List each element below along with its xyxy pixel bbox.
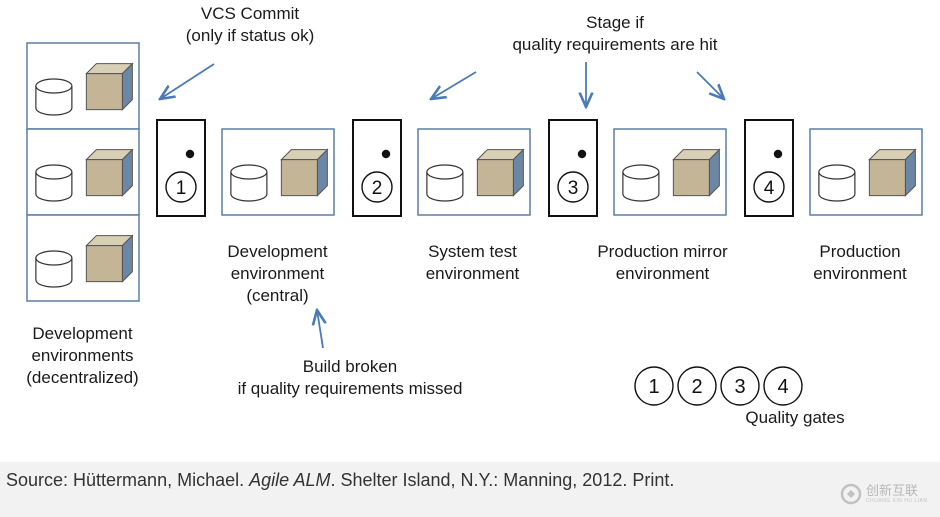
legend-gate-3: 3	[720, 366, 760, 406]
production-env	[809, 128, 923, 216]
stage-arrow-system-test	[431, 71, 477, 99]
prod-mirror-label: Production mirror environment	[575, 241, 750, 285]
system-test-line-1: System test	[428, 242, 517, 261]
database-icon	[818, 164, 856, 202]
server-cube-icon	[85, 234, 134, 283]
legend-gate-number: 4	[777, 376, 788, 398]
server-cube-icon	[85, 148, 134, 197]
gate-knob-icon	[773, 149, 783, 159]
legend-gate-4: 4	[763, 366, 803, 406]
system-test-line-2: environment	[425, 264, 520, 283]
source-title: Agile ALM	[249, 470, 331, 490]
legend-gate-circle	[634, 366, 674, 406]
database-icon	[35, 250, 73, 288]
server-cube-icon	[672, 148, 721, 197]
gate-number-circle	[557, 171, 589, 203]
stage-if-line-2: quality requirements are hit	[512, 35, 718, 54]
diagram-canvas: 1 2 3 4 1 2 3 4	[26, 42, 923, 406]
dev-env-decentralized-1	[26, 42, 140, 130]
quality-gate-2: 2	[352, 119, 402, 217]
production-label: Production environment	[790, 241, 930, 285]
legend-gate-number: 3	[734, 376, 745, 398]
build-broken-line-1: Build broken	[302, 357, 398, 376]
dev-decentralized-line-1: Development	[32, 324, 133, 343]
production-line-2: environment	[813, 264, 907, 283]
build-broken-label: Build broken if quality requirements mis…	[210, 356, 490, 400]
dev-central-line-2: environment	[230, 264, 325, 283]
prod-mirror-line-2: environment	[615, 264, 710, 283]
vcs-commit-line-1: VCS Commit	[200, 4, 300, 23]
production-line-1: Production	[819, 242, 901, 261]
gate-number: 4	[764, 178, 775, 199]
legend-gate-number: 1	[648, 376, 659, 398]
server-cube-icon	[868, 148, 917, 197]
gate-knob-icon	[577, 149, 587, 159]
database-icon	[35, 78, 73, 116]
database-icon	[426, 164, 464, 202]
diagram: 1 2 3 4 1 2 3 4 VCS Commit (only if status ok)…	[0, 3, 930, 427]
dev-decentralized-line-3: (decentralized)	[26, 368, 139, 387]
gate-number-circle	[165, 171, 197, 203]
gate-number: 1	[176, 178, 187, 199]
system-test-env	[417, 128, 531, 216]
dev-central-line-1: Development	[227, 242, 328, 261]
legend-gate-1: 1	[634, 366, 674, 406]
gate-number: 3	[568, 178, 579, 199]
footer	[0, 462, 940, 517]
dev-env-decentralized-2	[26, 128, 140, 216]
gate-number-circle	[753, 171, 785, 203]
gate-number-circle	[361, 171, 393, 203]
watermark-subtext: CHUANG XIN HU LIAN	[866, 498, 928, 504]
watermark-text: 创新互联	[866, 483, 919, 498]
quality-gates-label: Quality gates	[745, 408, 845, 427]
database-icon	[622, 164, 660, 202]
gate-number: 2	[372, 178, 383, 199]
server-cube-icon	[280, 148, 329, 197]
server-cube-icon	[85, 62, 134, 111]
gate-knob-icon	[185, 149, 195, 159]
source-suffix: . Shelter Island, N.Y.: Manning, 2012. P…	[330, 470, 675, 490]
watermark: 创新互联 CHUANG XIN HU LIAN	[840, 474, 936, 514]
vcs-commit-line-2: (only if status ok)	[185, 26, 315, 45]
server-cube-icon	[476, 148, 525, 197]
dev-central-line-3: (central)	[246, 286, 309, 305]
dev-env-central	[221, 128, 335, 216]
quality-gate-1: 1	[156, 119, 206, 217]
watermark-logo-icon	[840, 483, 862, 505]
quality-gate-3: 3	[548, 119, 598, 217]
vcs-commit-label: VCS Commit (only if status ok)	[150, 3, 350, 47]
build-broken-arrow	[317, 310, 323, 349]
legend-gate-2: 2	[677, 366, 717, 406]
build-broken-line-2: if quality requirements missed	[237, 379, 463, 398]
vcs-commit-arrow	[160, 63, 215, 99]
database-icon	[35, 164, 73, 202]
quality-gate-4: 4	[744, 119, 794, 217]
gate-knob-icon	[381, 149, 391, 159]
stage-if-label: Stage if quality requirements are hit	[470, 12, 760, 56]
legend-gate-circle	[763, 366, 803, 406]
legend-gate-circle	[677, 366, 717, 406]
dev-decentralized-label: Development environments (decentralized)	[0, 323, 165, 389]
database-icon	[230, 164, 268, 202]
prod-mirror-env	[613, 128, 727, 216]
stage-if-line-1: Stage if	[586, 13, 644, 32]
source-prefix: Source: Hüttermann, Michael.	[6, 470, 250, 490]
legend-gate-number: 2	[691, 376, 702, 398]
dev-central-label: Development environment (central)	[200, 241, 355, 307]
source-citation: Source: Hüttermann, Michael. Agile ALM. …	[6, 467, 674, 493]
prod-mirror-line-1: Production mirror	[597, 242, 728, 261]
dev-decentralized-line-2: environments	[31, 346, 134, 365]
system-test-label: System test environment	[400, 241, 545, 285]
dev-env-decentralized-3	[26, 214, 140, 302]
stage-arrow-production	[696, 71, 724, 99]
legend-gate-circle	[720, 366, 760, 406]
